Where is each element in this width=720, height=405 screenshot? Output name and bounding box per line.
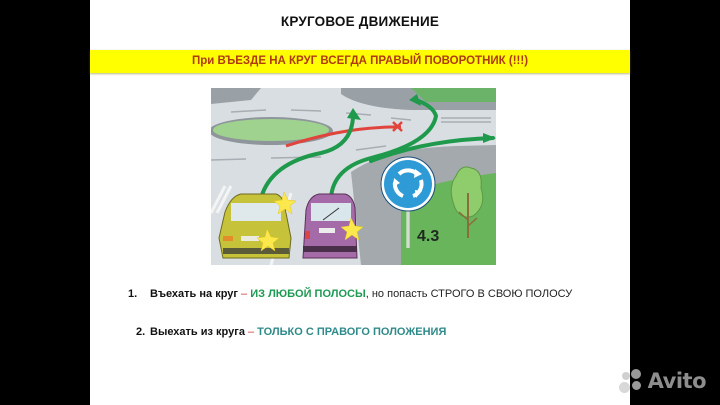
avito-logo-icon bbox=[618, 369, 645, 393]
warning-banner: При ВЪЕЗДЕ НА КРУГ ВСЕГДА ПРАВЫЙ ПОВОРОТ… bbox=[90, 50, 630, 73]
slide-title: КРУГОВОЕ ДВИЖЕНИЕ bbox=[280, 14, 440, 29]
roundabout-illustration: 4.3 bbox=[211, 88, 496, 265]
avito-text: Avito bbox=[647, 369, 707, 393]
avito-watermark: Avito bbox=[618, 369, 707, 393]
rule-number: 2. bbox=[136, 326, 146, 338]
rule-number: 1. bbox=[128, 288, 138, 300]
rule-highlight: ИЗ ЛЮБОЙ ПОЛОСЫ bbox=[250, 288, 366, 300]
rule-action: Выехать из круга bbox=[150, 326, 245, 338]
rule-dash: – bbox=[237, 288, 251, 300]
rule-item-2: 2. Выехать из круга – ТОЛЬКО С ПРАВОГО ПО… bbox=[136, 326, 446, 338]
sign-number-label: 4.3 bbox=[417, 228, 439, 245]
slide: КРУГОВОЕ ДВИЖЕНИЕ При ВЪЕЗДЕ НА КРУГ ВСЕ… bbox=[90, 0, 630, 405]
rule-rest: , но попасть СТРОГО В СВОЮ ПОЛОСУ bbox=[365, 288, 573, 300]
rule-item-1: 1. Въехать на круг – ИЗ ЛЮБОЙ ПОЛОСЫ, но … bbox=[128, 288, 572, 300]
rule-dash: – bbox=[244, 326, 258, 338]
rule-highlight: ТОЛЬКО С ПРАВОГО ПОЛОЖЕНИЯ bbox=[257, 326, 447, 338]
rule-action: Въехать на круг bbox=[150, 288, 238, 300]
roundabout-sign-icon bbox=[380, 156, 436, 248]
